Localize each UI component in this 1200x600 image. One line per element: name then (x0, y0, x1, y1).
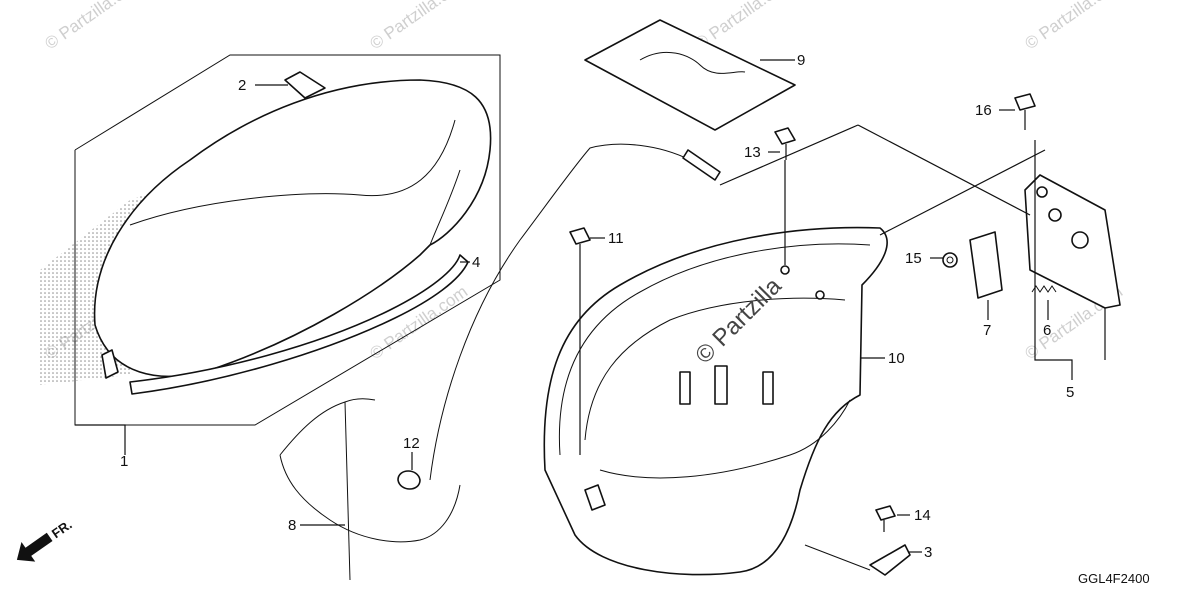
callout-3: 3 (924, 544, 932, 561)
luggage-box (543, 226, 888, 576)
callout-9: 9 (797, 52, 805, 69)
luggage-box-inner (584, 297, 846, 441)
front-label: FR. (49, 517, 75, 541)
luggage-box-post-1 (679, 371, 691, 405)
watermark-1: © Partzilla.com (41, 0, 146, 53)
watermark-2: © Partzilla.com (366, 0, 471, 53)
callout-2: 2 (238, 77, 246, 94)
tool-bag (584, 19, 796, 131)
callout-7: 7 (983, 322, 991, 339)
cable-8-lower (279, 401, 461, 581)
callout-10: 10 (888, 350, 905, 367)
seat-latch-hook (101, 349, 119, 379)
leader-lines (75, 59, 1106, 553)
callout-1: 1 (120, 453, 128, 470)
lock-spring-6 (1031, 285, 1057, 293)
cable-clamp (397, 470, 421, 490)
callout-13: 13 (744, 144, 761, 161)
bolt-15 (942, 252, 958, 268)
bracket-3 (869, 544, 911, 576)
diagram-code: GGL4F2400 (1078, 571, 1150, 586)
luggage-box-latch (584, 484, 606, 511)
seat-assembly (40, 54, 501, 426)
callout-4: 4 (472, 254, 480, 271)
seat-hinge-tab (284, 71, 326, 99)
callout-16: 16 (975, 102, 992, 119)
cable-end-fitting (682, 149, 721, 181)
seat-body (93, 79, 492, 378)
luggage-box-post-3 (762, 371, 774, 405)
lock-hole-2 (1071, 231, 1089, 249)
luggage-box-hole-2 (815, 290, 825, 300)
bolt-11 (569, 227, 591, 262)
callout-8: 8 (288, 517, 296, 534)
seat-cushion-line (129, 119, 456, 226)
tool-bag-crease (639, 51, 746, 74)
front-direction-indicator: FR. (16, 517, 75, 562)
callouts: 1 2 3 4 5 6 7 8 9 10 11 12 13 14 15 16 (120, 52, 1074, 561)
callout-12: 12 (403, 435, 420, 452)
luggage-box-floor (599, 399, 851, 479)
watermark-4: © Partzilla.com (1021, 0, 1126, 53)
lock-hole-1 (1036, 186, 1048, 198)
luggage-box-post-2 (714, 365, 728, 405)
lock-stay-7 (969, 231, 1003, 299)
lock-hole-3 (1048, 208, 1062, 222)
bolt-16 (1014, 93, 1036, 130)
callout-11: 11 (608, 230, 624, 247)
callout-5: 5 (1066, 384, 1074, 401)
callout-14: 14 (914, 507, 931, 524)
seat-side-line (429, 169, 461, 246)
bolt-14 (875, 505, 896, 532)
callout-15: 15 (905, 250, 922, 267)
callout-6: 6 (1043, 322, 1051, 339)
cable-8-upper (344, 398, 376, 403)
seat-lock-cable (429, 143, 691, 481)
luggage-box-rim (558, 243, 871, 456)
bracket-rod (804, 544, 871, 571)
front-arrow-icon (16, 532, 53, 562)
lock-assembly (969, 174, 1121, 309)
bolt-13 (774, 127, 796, 160)
luggage-box-hole-1 (780, 265, 790, 275)
bolts (569, 93, 1036, 532)
